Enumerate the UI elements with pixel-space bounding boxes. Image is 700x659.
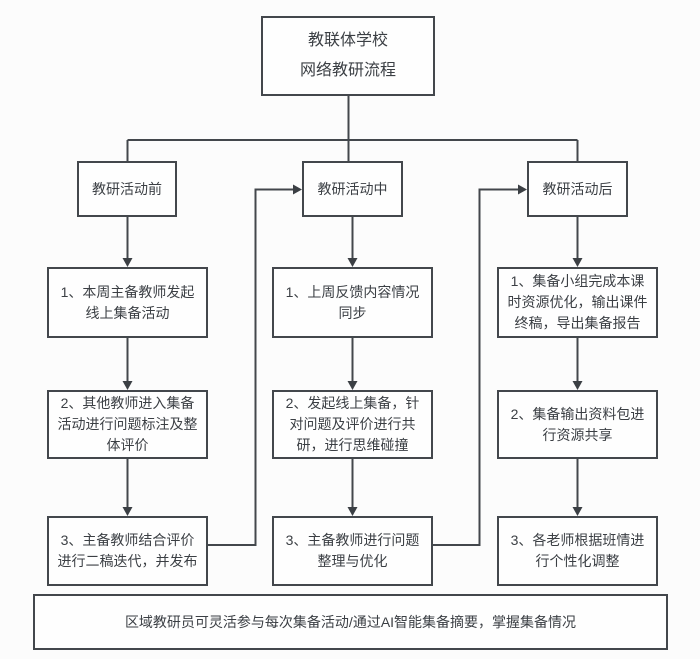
step-after-2: 2、集备输出资料包进行资源共享 [497,390,658,459]
arrowhead-down-icon [347,258,358,267]
step-during-2: 2、发起线上集备，针对问题及评价进行共研，进行思维碰撞 [272,390,433,459]
arrowhead-right-icon [293,184,302,195]
arrowhead-down-icon [347,381,358,390]
footer-note: 区域教研员可灵活参与每次集备活动/通过AI智能集备摘要，掌握集备情况 [33,594,668,650]
arrowhead-down-icon [122,258,133,267]
step-before-3: 3、主备教师结合评价进行二稿迭代，并发布 [47,516,208,586]
arrowhead-down-icon [572,507,583,516]
arrowhead-down-icon [122,381,133,390]
phase-header-before: 教研活动前 [77,161,177,217]
arrowhead-down-icon [347,507,358,516]
step-after-3: 3、各老师根据班情进行个性化调整 [497,516,658,586]
connector-step3a-to-header2 [208,188,293,546]
connector-step3b-to-header3 [433,188,518,546]
arrowhead-down-icon [572,381,583,390]
phase-header-after: 教研活动后 [527,161,628,217]
flowchart-title: 教联体学校 网络教研流程 [261,16,435,96]
step-after-1: 1、集备小组完成本课时资源优化，输出课件终稿，导出集备报告 [497,267,658,338]
step-before-2: 2、其他教师进入集备活动进行问题标注及整体评价 [47,390,208,459]
arrowhead-down-icon [572,258,583,267]
step-before-1: 1、本周主备教师发起线上集备活动 [47,267,208,338]
step-during-1: 1、上周反馈内容情况同步 [272,267,433,338]
arrowhead-right-icon [518,184,527,195]
step-during-3: 3、主备教师进行问题整理与优化 [272,516,433,586]
arrowhead-down-icon [122,507,133,516]
phase-header-during: 教研活动中 [302,161,403,217]
